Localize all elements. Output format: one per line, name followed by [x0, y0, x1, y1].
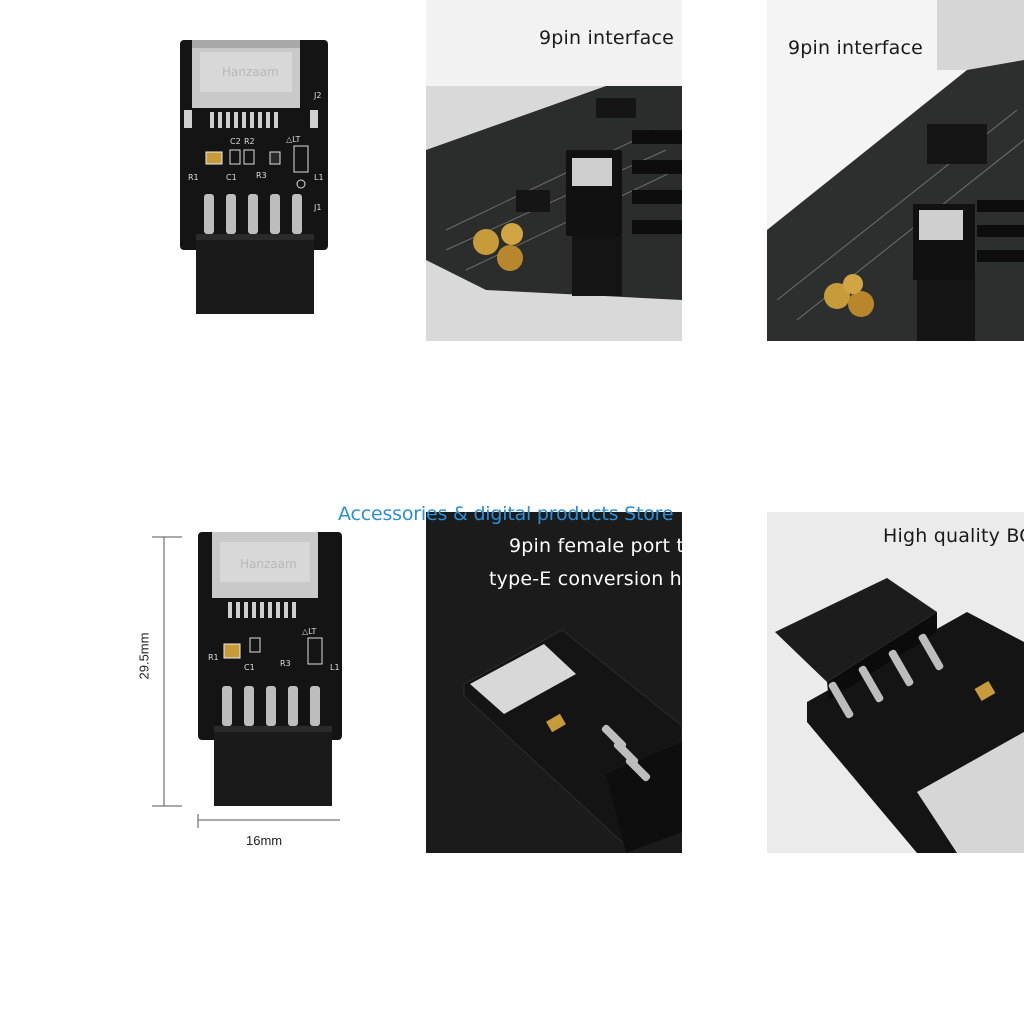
- svg-text:△LT: △LT: [286, 135, 301, 144]
- caption-9pin-interface-2: 9pin interface: [788, 37, 924, 59]
- svg-text:R3: R3: [280, 659, 291, 668]
- svg-text:C1: C1: [226, 173, 237, 182]
- motherboard-photo-1: 9pin interface: [426, 0, 682, 341]
- svg-text:C2: C2: [230, 137, 241, 146]
- caption-female-port-line1: 9pin female port to: [509, 535, 682, 557]
- svg-text:L1: L1: [330, 663, 340, 672]
- svg-text:R2: R2: [244, 137, 255, 146]
- high-quality-board-photo: High quality BC: [767, 512, 1024, 853]
- svg-text:J2: J2: [313, 91, 321, 100]
- svg-text:R1: R1: [208, 653, 219, 662]
- caption-female-port-line2: type-E conversion he: [489, 568, 682, 590]
- svg-text:R3: R3: [256, 171, 267, 180]
- svg-text:Hanzaam: Hanzaam: [240, 557, 297, 571]
- svg-text:△LT: △LT: [302, 627, 317, 636]
- caption-9pin-interface: 9pin interface: [539, 27, 675, 49]
- svg-text:J1: J1: [313, 203, 321, 212]
- motherboard-photo-2: 9pin interface: [767, 0, 1024, 341]
- svg-text:Hanzaam: Hanzaam: [222, 65, 279, 79]
- store-link[interactable]: Accessories & digital products Store: [338, 503, 674, 525]
- motherboard-illustration-alt: [767, 0, 1024, 341]
- caption-high-quality: High quality BC: [883, 525, 1024, 547]
- svg-text:C1: C1: [244, 663, 255, 672]
- conversion-header-photo: 9pin female port to type-E conversion he: [426, 512, 682, 853]
- motherboard-illustration: [426, 0, 682, 341]
- svg-text:L1: L1: [314, 173, 324, 182]
- svg-text:R1: R1: [188, 173, 199, 182]
- width-dimension-label: 16mm: [246, 833, 283, 848]
- angled-adapter-illustration: [426, 512, 682, 853]
- board-closeup-illustration: [767, 512, 1024, 853]
- height-dimension-label: 29.5mm: [136, 632, 152, 680]
